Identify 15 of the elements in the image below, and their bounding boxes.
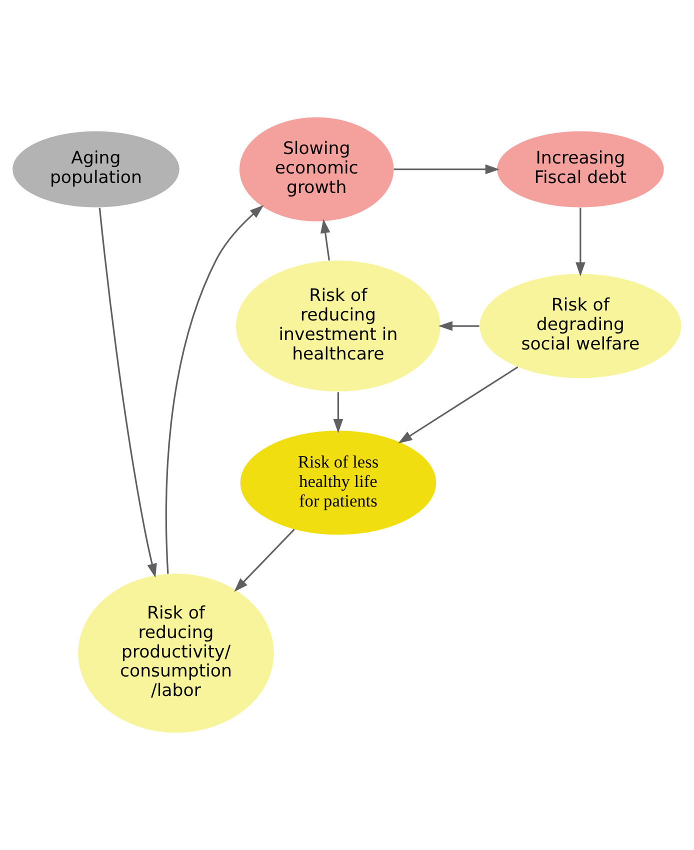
node-ellipse: Aging population: [12, 131, 180, 208]
arrow: [398, 366, 518, 444]
arrow: [165, 205, 264, 574]
arrow: [576, 208, 586, 276]
arrow: [98, 208, 157, 578]
arrow: [234, 528, 295, 592]
arrow: [320, 219, 330, 261]
node-ellipse: Increasing Fiscal debt: [497, 131, 664, 208]
arrow: [394, 164, 500, 174]
node-ellipse: Risk of reducing investment in healthcare: [236, 260, 440, 392]
node-ellipse: Risk of reducing productivity/ consumption /labor: [78, 574, 274, 733]
arrow: [438, 321, 480, 331]
node-ellipse: Slowing economic growth: [239, 117, 394, 222]
arrow: [333, 392, 344, 434]
node-ellipse: Risk of degrading social welfare: [480, 274, 682, 378]
